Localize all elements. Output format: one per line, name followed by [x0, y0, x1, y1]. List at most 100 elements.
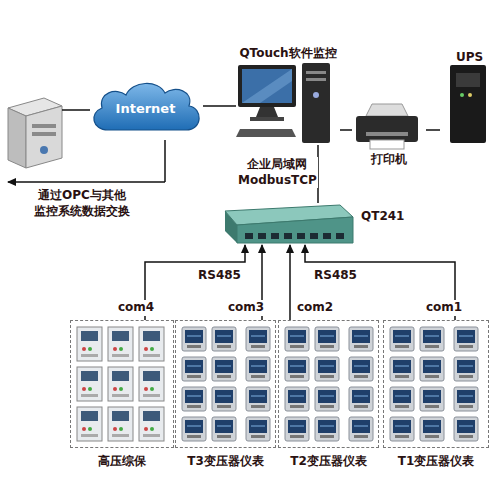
computer-icon — [236, 61, 332, 145]
meter-screen — [393, 330, 411, 343]
meter-reading — [187, 336, 201, 337]
meter-reading — [187, 366, 201, 367]
meter-screen — [185, 390, 203, 403]
meter-reading — [290, 366, 304, 367]
meter-array — [71, 321, 173, 447]
monitor-base — [250, 117, 284, 121]
meter-group-outline — [70, 320, 174, 448]
meter-bezel — [390, 417, 414, 441]
meter-reading — [425, 366, 439, 367]
relay-keys — [112, 354, 129, 357]
device-label: QT241 — [361, 209, 404, 224]
meter-keys — [425, 405, 439, 408]
monitor-screen — [242, 69, 292, 103]
group-node: T2变压器仪表 — [278, 320, 379, 469]
meter-bezel — [212, 327, 236, 351]
note-label: RS485 — [312, 268, 359, 284]
meter-keys — [320, 345, 334, 348]
meter-bezel — [315, 387, 339, 411]
meter-screen — [352, 420, 370, 433]
meter-group-outline — [383, 320, 489, 448]
meter-bezel — [212, 387, 236, 411]
meter-keys — [425, 375, 439, 378]
meter-bezel — [315, 417, 339, 441]
meter-screen — [249, 420, 267, 433]
relay-button — [150, 347, 154, 351]
meter-keys — [217, 375, 231, 378]
meter-screen — [249, 330, 267, 343]
ups-panel — [456, 73, 480, 87]
group-label: T3变压器仪表 — [175, 454, 276, 469]
group-node: T1变压器仪表 — [383, 320, 489, 469]
meter-screen — [288, 330, 306, 343]
meter-bezel — [454, 417, 478, 441]
meter-reading — [251, 396, 265, 397]
meter-reading — [251, 366, 265, 367]
relay-screen — [81, 411, 98, 421]
group-label: T1变压器仪表 — [383, 454, 489, 469]
meter-reading — [251, 336, 265, 337]
meter-bezel — [420, 327, 444, 351]
meter-screen — [215, 390, 233, 403]
meter-reading — [354, 366, 368, 367]
meter-reading — [217, 336, 231, 337]
meter-reading — [425, 336, 439, 337]
meter-reading — [320, 366, 334, 367]
meter-reading — [425, 426, 439, 427]
meter-screen — [185, 420, 203, 433]
relay-button — [113, 427, 117, 431]
meter-keys — [217, 435, 231, 438]
relay-screen — [143, 331, 160, 341]
meter-screen — [423, 420, 441, 433]
note-label: 通过OPC与其他 监控系统数据交换 — [30, 188, 134, 219]
meter-keys — [354, 405, 368, 408]
meter-bezel — [182, 387, 206, 411]
meter-screen — [393, 420, 411, 433]
server-wire — [62, 109, 90, 111]
relay-button — [88, 347, 92, 351]
group-label: 高压综保 — [70, 454, 174, 469]
meter-screen — [457, 330, 475, 343]
meter-bezel — [349, 327, 373, 351]
cloud-label: Internet — [116, 95, 176, 117]
meter-reading — [217, 366, 231, 367]
meter-bezel — [285, 357, 309, 381]
monitor-stand — [256, 107, 278, 117]
device-port — [271, 233, 279, 239]
meter-bezel — [212, 417, 236, 441]
ups-label: UPS — [440, 50, 499, 65]
meter-bezel — [454, 357, 478, 381]
meter-screen — [215, 420, 233, 433]
meter-bezel — [285, 387, 309, 411]
meter-screen — [249, 390, 267, 403]
meter-screen — [423, 390, 441, 403]
meter-keys — [425, 345, 439, 348]
meter-bezel — [420, 357, 444, 381]
printer-body — [356, 116, 418, 142]
cloud-outline — [94, 83, 199, 130]
meter-screen — [288, 390, 306, 403]
meter-keys — [251, 405, 265, 408]
group-node: 高压综保 — [70, 320, 174, 469]
meter-keys — [251, 375, 265, 378]
screen-glare — [242, 69, 292, 103]
meter-reading — [354, 336, 368, 337]
relay-keys — [112, 394, 129, 397]
ups-icon — [440, 65, 495, 145]
meter-reading — [290, 426, 304, 427]
drive-slot — [306, 78, 326, 81]
meter-reading — [217, 396, 231, 397]
ups-light — [460, 93, 464, 97]
meter-reading — [187, 426, 201, 427]
meter-reading — [459, 426, 473, 427]
connector-line — [203, 105, 236, 107]
meter-bezel — [182, 327, 206, 351]
power-button — [313, 92, 319, 98]
relay-panel — [77, 327, 102, 361]
group-node: T3变压器仪表 — [175, 320, 276, 469]
meter-keys — [354, 375, 368, 378]
connector-line — [340, 129, 352, 131]
meter-reading — [459, 336, 473, 337]
edge-label: com1 — [424, 300, 464, 316]
